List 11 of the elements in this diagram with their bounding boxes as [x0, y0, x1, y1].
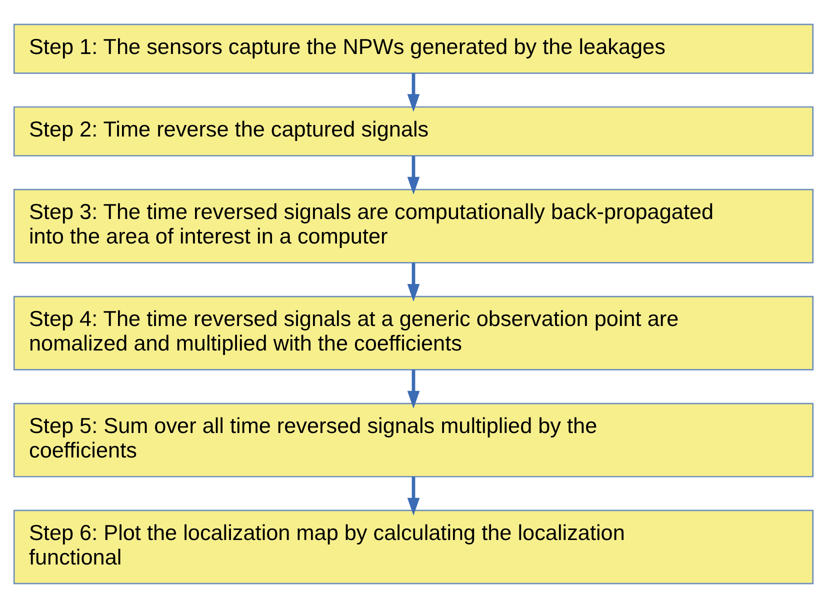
- arrow: [407, 370, 420, 409]
- node-box: Step 6: Plot the localization map by calculating the localization functional: [13, 510, 814, 584]
- arrow: [407, 73, 420, 112]
- node-box: Step 1: The sensors capture the NPWs generated by the leakages: [13, 24, 814, 74]
- node-box: Step 4: The time reversed signals at a generic observation point are nomalized and multiplied with the coefficients: [13, 296, 814, 370]
- arrow: [407, 262, 420, 302]
- arrow: [407, 476, 420, 516]
- node-box: Step 3: The time reversed signals are computationally back-propagated into the area of interest in a computer: [13, 188, 814, 264]
- node-box: Step 5: Sum over all time reversed signals multiplied by the coefficients: [13, 402, 814, 478]
- arrow: [407, 156, 420, 194]
- node-box: Step 2: Time reverse the captured signals: [13, 106, 814, 156]
